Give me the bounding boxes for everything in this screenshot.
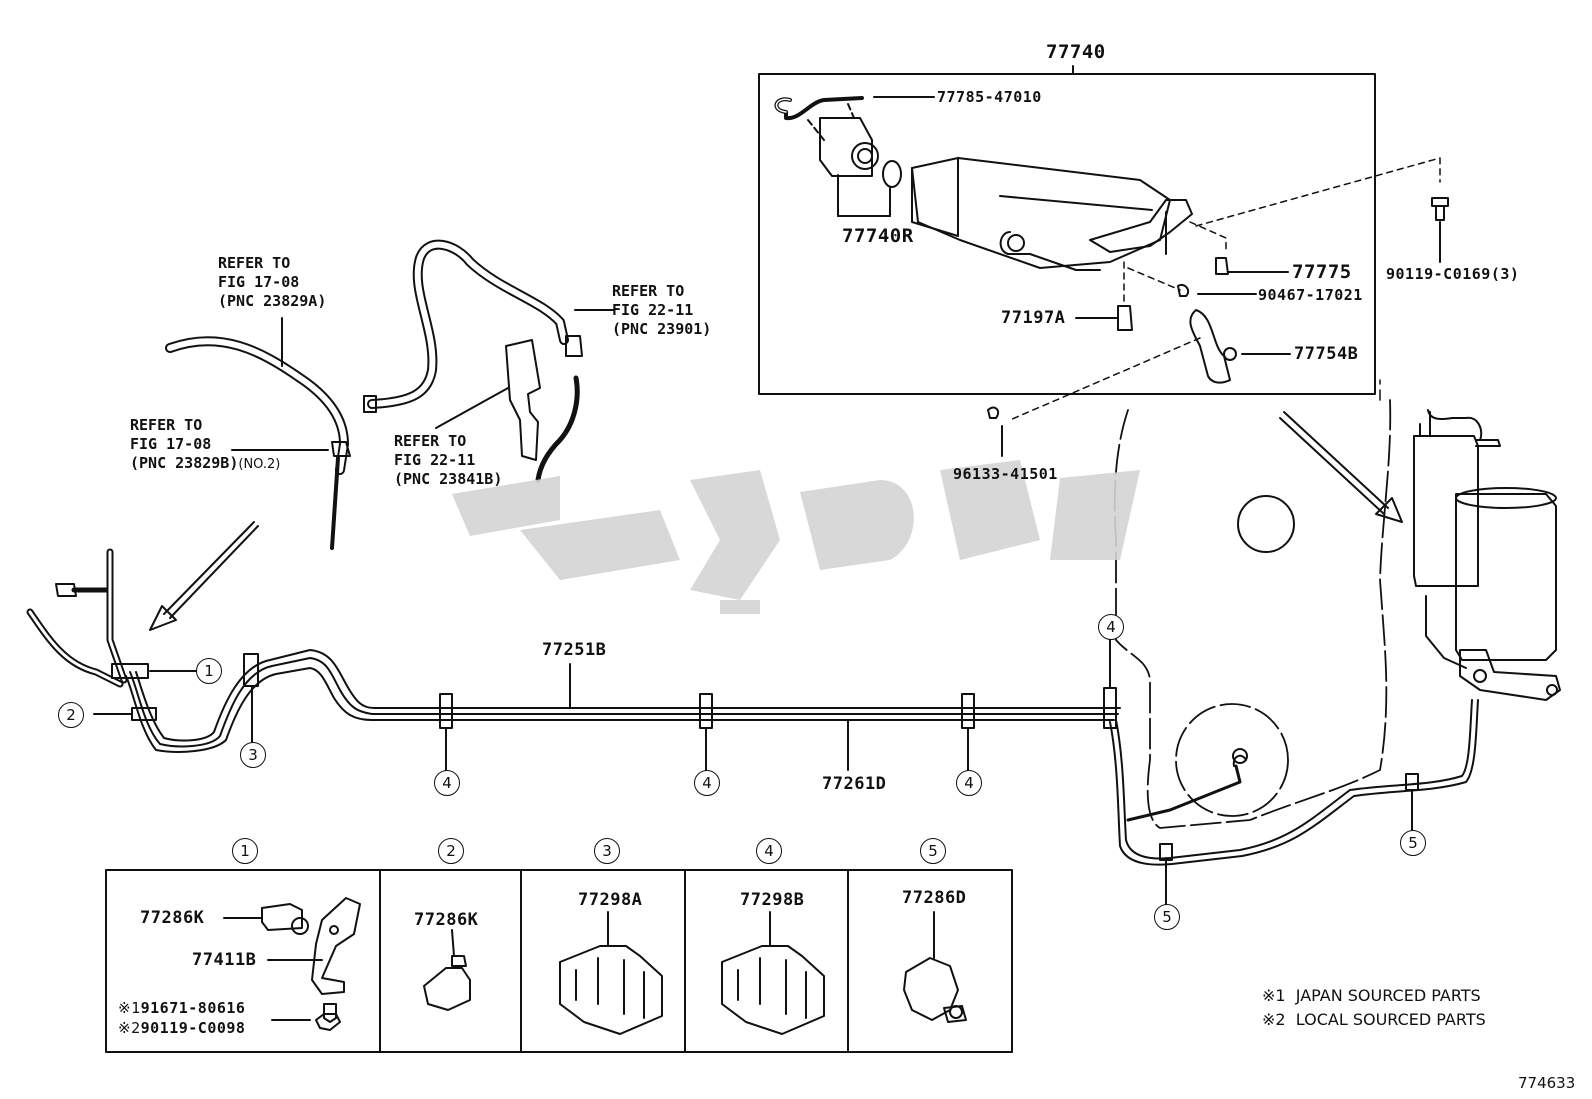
ref-pnc-23829A: REFER TO FIG 17-08 (PNC 23829A) [218, 254, 327, 310]
table-bolt-90119: ※290119-C0098 [118, 1019, 246, 1037]
clamp-4a [439, 693, 453, 729]
marker-5b: 5 [1400, 830, 1426, 856]
arrow-right [1283, 411, 1389, 509]
part-label-90467: 90467-17021 [1258, 286, 1363, 304]
ref-pnc-23901: REFER TO FIG 22-11 (PNC 23901) [612, 282, 712, 338]
pump-bracket [1459, 649, 1561, 701]
note-local-sourced: ※2 LOCAL SOURCED PARTS [1262, 1010, 1486, 1029]
table-part-77298B: 77298B [740, 890, 805, 910]
ref-pnc-23841B: REFER TO FIG 22-11 (PNC 23841B) [394, 432, 503, 488]
assembly-number: 77740 [1046, 41, 1106, 63]
marker-4a: 4 [434, 770, 460, 796]
part-label-96133: 96133-41501 [953, 465, 1058, 483]
detail-table [105, 869, 1013, 1053]
connector-23841B [505, 339, 541, 461]
clamp-5a [1159, 843, 1173, 861]
part-label-77197A: 77197A [1001, 308, 1066, 328]
bracket-77411B [311, 897, 361, 995]
note-japan-sourced: ※1 JAPAN SOURCED PARTS [1262, 986, 1481, 1005]
hose-77754B [1189, 309, 1231, 384]
hose-23901 [367, 239, 569, 409]
table-marker-1: 1 [232, 838, 258, 864]
watermark-logo [452, 460, 1140, 614]
table-marker-5: 5 [920, 838, 946, 864]
table-marker-3: 3 [594, 838, 620, 864]
marker-4d: 4 [1098, 614, 1124, 640]
clamp-77298B [721, 945, 825, 1035]
clamp-90467 [1177, 284, 1190, 297]
clip-96133 [987, 406, 1000, 419]
arrow-left [163, 521, 255, 615]
table-marker-2: 2 [438, 838, 464, 864]
vsv-stay [1215, 257, 1229, 275]
part-label-90119: 90119-C0169(3) [1386, 265, 1520, 283]
table-part-77411B: 77411B [192, 950, 257, 970]
assembly-box [758, 73, 1376, 395]
marker-4b: 4 [694, 770, 720, 796]
clamp-77298A [559, 945, 663, 1035]
assembly-sub-label: 77740R [842, 225, 914, 247]
canister-bracket [1089, 199, 1193, 253]
ref-no2-suffix: (NO.2) [238, 457, 281, 472]
tank-port [1237, 495, 1295, 553]
part-label-77754B: 77754B [1294, 344, 1359, 364]
marker-1: 1 [196, 658, 222, 684]
clamp-77286K-b [423, 967, 471, 1011]
clamp-4b [699, 693, 713, 729]
vsv-body [819, 117, 873, 177]
pump-opening [1175, 703, 1289, 817]
pump-module [1413, 435, 1479, 587]
table-part-77298A: 77298A [578, 890, 643, 910]
marker-5a: 5 [1154, 904, 1180, 930]
clamp-5b [1405, 773, 1419, 791]
table-part-77286K-col1: 77286K [140, 908, 205, 928]
clip-23829B [331, 441, 351, 457]
vsv-port [851, 142, 879, 170]
part-label-77785: 77785-47010 [937, 88, 1042, 106]
clamp-4c [961, 693, 975, 729]
part-label-77775: 77775 [1292, 261, 1352, 283]
table-part-77286K-col2: 77286K [414, 910, 479, 930]
fuel-tank-outline [1113, 399, 1392, 829]
figure-id: 774633 [1518, 1074, 1576, 1092]
marker-3: 3 [240, 742, 266, 768]
clamp-1 [111, 663, 149, 679]
marker-2: 2 [58, 702, 84, 728]
bolt-91671 [323, 1003, 337, 1023]
ref-pnc-23829B: REFER TO FIG 17-08 (PNC 23829B)(NO.2) [130, 416, 281, 472]
pipe-label-77261D: 77261D [822, 774, 887, 794]
canister-body [911, 157, 1171, 269]
pipe-label-77251B: 77251B [542, 640, 607, 660]
pipe-rear [1115, 699, 1473, 860]
table-marker-4: 4 [756, 838, 782, 864]
clip-77197A [1117, 305, 1133, 331]
o-ring [882, 160, 902, 188]
clamp-77286K-a [261, 903, 303, 931]
marker-4c: 4 [956, 770, 982, 796]
bolt-90119 [1431, 197, 1449, 221]
table-part-77286D: 77286D [902, 888, 967, 908]
pipe-77251B [129, 657, 1119, 748]
table-bolt-91671: ※191671-80616 [118, 999, 246, 1017]
